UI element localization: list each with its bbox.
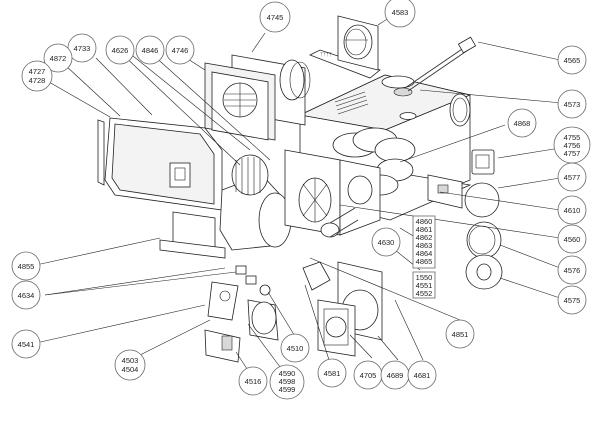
lower-parts [204, 261, 383, 363]
callout-4755-4757: 4755 4756 4757 [553, 126, 591, 164]
svg-text:4551: 4551 [416, 281, 433, 290]
right-small-parts [427, 149, 503, 290]
svg-text:4864: 4864 [416, 249, 433, 258]
svg-text:4851: 4851 [452, 330, 469, 339]
svg-text:1550: 1550 [416, 273, 433, 282]
svg-text:4862: 4862 [416, 233, 433, 242]
svg-text:4573: 4573 [564, 100, 581, 109]
svg-text:4860: 4860 [416, 217, 433, 226]
svg-text:4728: 4728 [29, 76, 46, 85]
access-door [97, 117, 223, 211]
callout-4872: 4872 [43, 43, 73, 73]
callout-4581: 4581 [317, 358, 347, 388]
svg-text:4598: 4598 [279, 377, 296, 386]
callout-4575: 4575 [557, 285, 587, 315]
callout-4634: 4634 [11, 280, 41, 310]
duct-coils [332, 127, 416, 196]
svg-text:4599: 4599 [279, 385, 296, 394]
svg-text:4575: 4575 [564, 296, 581, 305]
svg-text:4855: 4855 [18, 262, 35, 271]
callout-4610: 4610 [557, 195, 587, 225]
callout-4541: 4541 [11, 329, 41, 359]
callout-4745: 4745 [259, 1, 291, 33]
callout-4630: 4630 [371, 227, 401, 257]
svg-text:4689: 4689 [387, 371, 404, 380]
callout-4560: 4560 [557, 224, 587, 254]
callout-4516: 4516 [238, 366, 268, 396]
svg-text:4581: 4581 [324, 369, 341, 378]
svg-text:4590: 4590 [279, 369, 296, 378]
svg-text:4577: 4577 [564, 173, 581, 182]
svg-text:4727: 4727 [29, 67, 46, 76]
svg-text:4560: 4560 [564, 235, 581, 244]
svg-text:4634: 4634 [18, 291, 35, 300]
svg-text:4868: 4868 [514, 119, 531, 128]
svg-text:4576: 4576 [564, 266, 581, 275]
svg-text:4705: 4705 [360, 371, 377, 380]
svg-text:4755: 4755 [564, 133, 581, 142]
svg-text:4745: 4745 [267, 13, 284, 22]
blower-assembly [219, 149, 381, 251]
svg-text:4565: 4565 [564, 56, 581, 65]
callout-4846: 4846 [135, 35, 165, 65]
callout-4868: 4868 [507, 108, 537, 138]
vent-tube [404, 36, 477, 92]
callout-4503-4504: 4503 4504 [114, 349, 146, 381]
svg-text:4504: 4504 [122, 365, 139, 374]
callout-4576: 4576 [557, 255, 587, 285]
callout-4510: 4510 [280, 333, 310, 363]
svg-text:4861: 4861 [416, 225, 433, 234]
leader-lines [35, 11, 563, 379]
callout-4705: 4705 [353, 360, 383, 390]
svg-text:4510: 4510 [287, 344, 304, 353]
callout-4590-4599: 4590 4598 4599 [269, 364, 305, 400]
callout-4681: 4681 [407, 360, 437, 390]
svg-text:4846: 4846 [142, 46, 159, 55]
svg-text:4756: 4756 [564, 141, 581, 150]
callout-4851: 4851 [445, 319, 475, 349]
grille-assembly [204, 54, 311, 141]
svg-text:4552: 4552 [416, 289, 433, 298]
vent-plate: ᛉᛉᛉᛉ [309, 15, 381, 79]
svg-text:4516: 4516 [245, 377, 262, 386]
svg-text:4865: 4865 [416, 257, 433, 266]
svg-text:4757: 4757 [564, 149, 581, 158]
svg-text:4541: 4541 [18, 340, 35, 349]
svg-text:4746: 4746 [172, 46, 189, 55]
svg-text:4681: 4681 [414, 371, 431, 380]
callout-4689: 4689 [380, 360, 410, 390]
svg-text:4872: 4872 [50, 54, 67, 63]
svg-text:4630: 4630 [378, 238, 395, 247]
svg-text:4583: 4583 [392, 8, 409, 17]
boxed-label-4860-4865: 4860 4861 4862 4863 4864 4865 [412, 215, 436, 269]
svg-text:4610: 4610 [564, 206, 581, 215]
callout-4746: 4746 [165, 35, 195, 65]
callout-4565: 4565 [557, 45, 587, 75]
svg-text:ᛉᛉᛉᛉ: ᛉᛉᛉᛉ [320, 52, 332, 58]
boxed-label-1550-4552: 1550 4551 4552 [412, 271, 436, 299]
callout-4626: 4626 [105, 35, 135, 65]
svg-text:4733: 4733 [74, 44, 91, 53]
callout-4583: 4583 [384, 0, 416, 28]
control-panel [159, 211, 226, 259]
svg-text:4626: 4626 [112, 46, 129, 55]
callout-4727-4728: 4727 4728 [21, 60, 53, 92]
callout-4573: 4573 [557, 89, 587, 119]
svg-text:4863: 4863 [416, 241, 433, 250]
callout-4855: 4855 [11, 251, 41, 281]
svg-text:4503: 4503 [122, 356, 139, 365]
callout-4577: 4577 [557, 162, 587, 192]
